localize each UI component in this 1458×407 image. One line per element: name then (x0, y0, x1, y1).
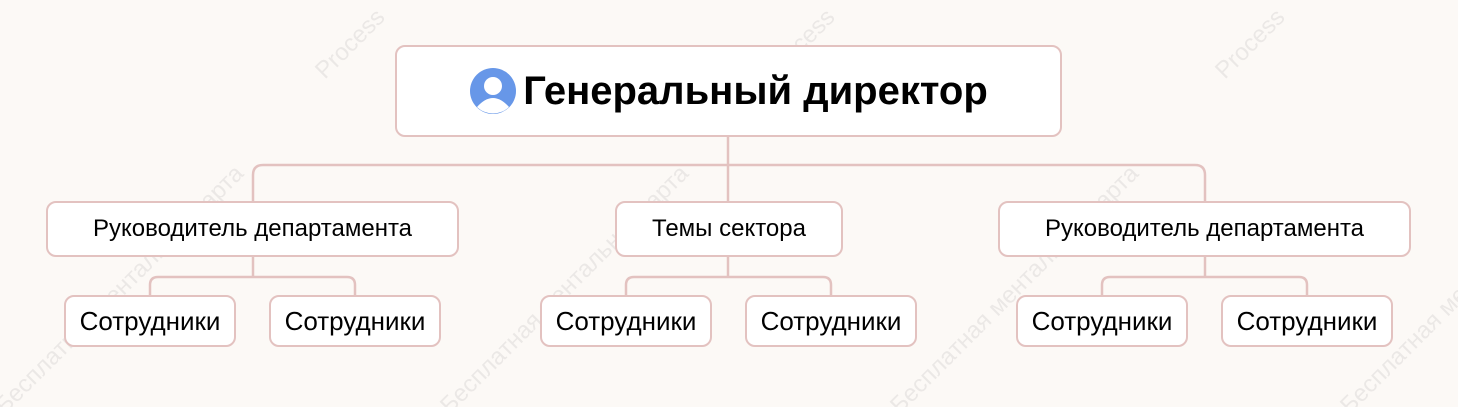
department-node-label: Руководитель департамента (92, 215, 413, 242)
employees-node-label: Сотрудники (760, 305, 902, 336)
employees-node-label: Сотрудники (79, 305, 221, 336)
employees-node[interactable]: Сотрудники (1016, 295, 1188, 347)
department-node-label: Руководитель департамента (1044, 215, 1365, 242)
employees-node-label: Сотрудники (1236, 305, 1378, 336)
employees-node[interactable]: Сотрудники (540, 295, 712, 347)
employees-node[interactable]: Сотрудники (269, 295, 441, 347)
root-node[interactable]: Генеральный директор (395, 45, 1062, 137)
sector-node[interactable]: Темы сектора (615, 201, 843, 257)
employees-node[interactable]: Сотрудники (745, 295, 917, 347)
department-node[interactable]: Руководитель департамента (46, 201, 459, 257)
employees-node[interactable]: Сотрудники (64, 295, 236, 347)
employees-node[interactable]: Сотрудники (1221, 295, 1393, 347)
employees-node-label: Сотрудники (284, 305, 426, 336)
sector-node-label: Темы сектора (652, 215, 806, 242)
root-node-label: Генеральный директор (523, 68, 988, 113)
employees-node-label: Сотрудники (555, 305, 697, 336)
employees-node-label: Сотрудники (1031, 305, 1173, 336)
department-node[interactable]: Руководитель департамента (998, 201, 1411, 257)
user-avatar-icon (470, 68, 517, 114)
